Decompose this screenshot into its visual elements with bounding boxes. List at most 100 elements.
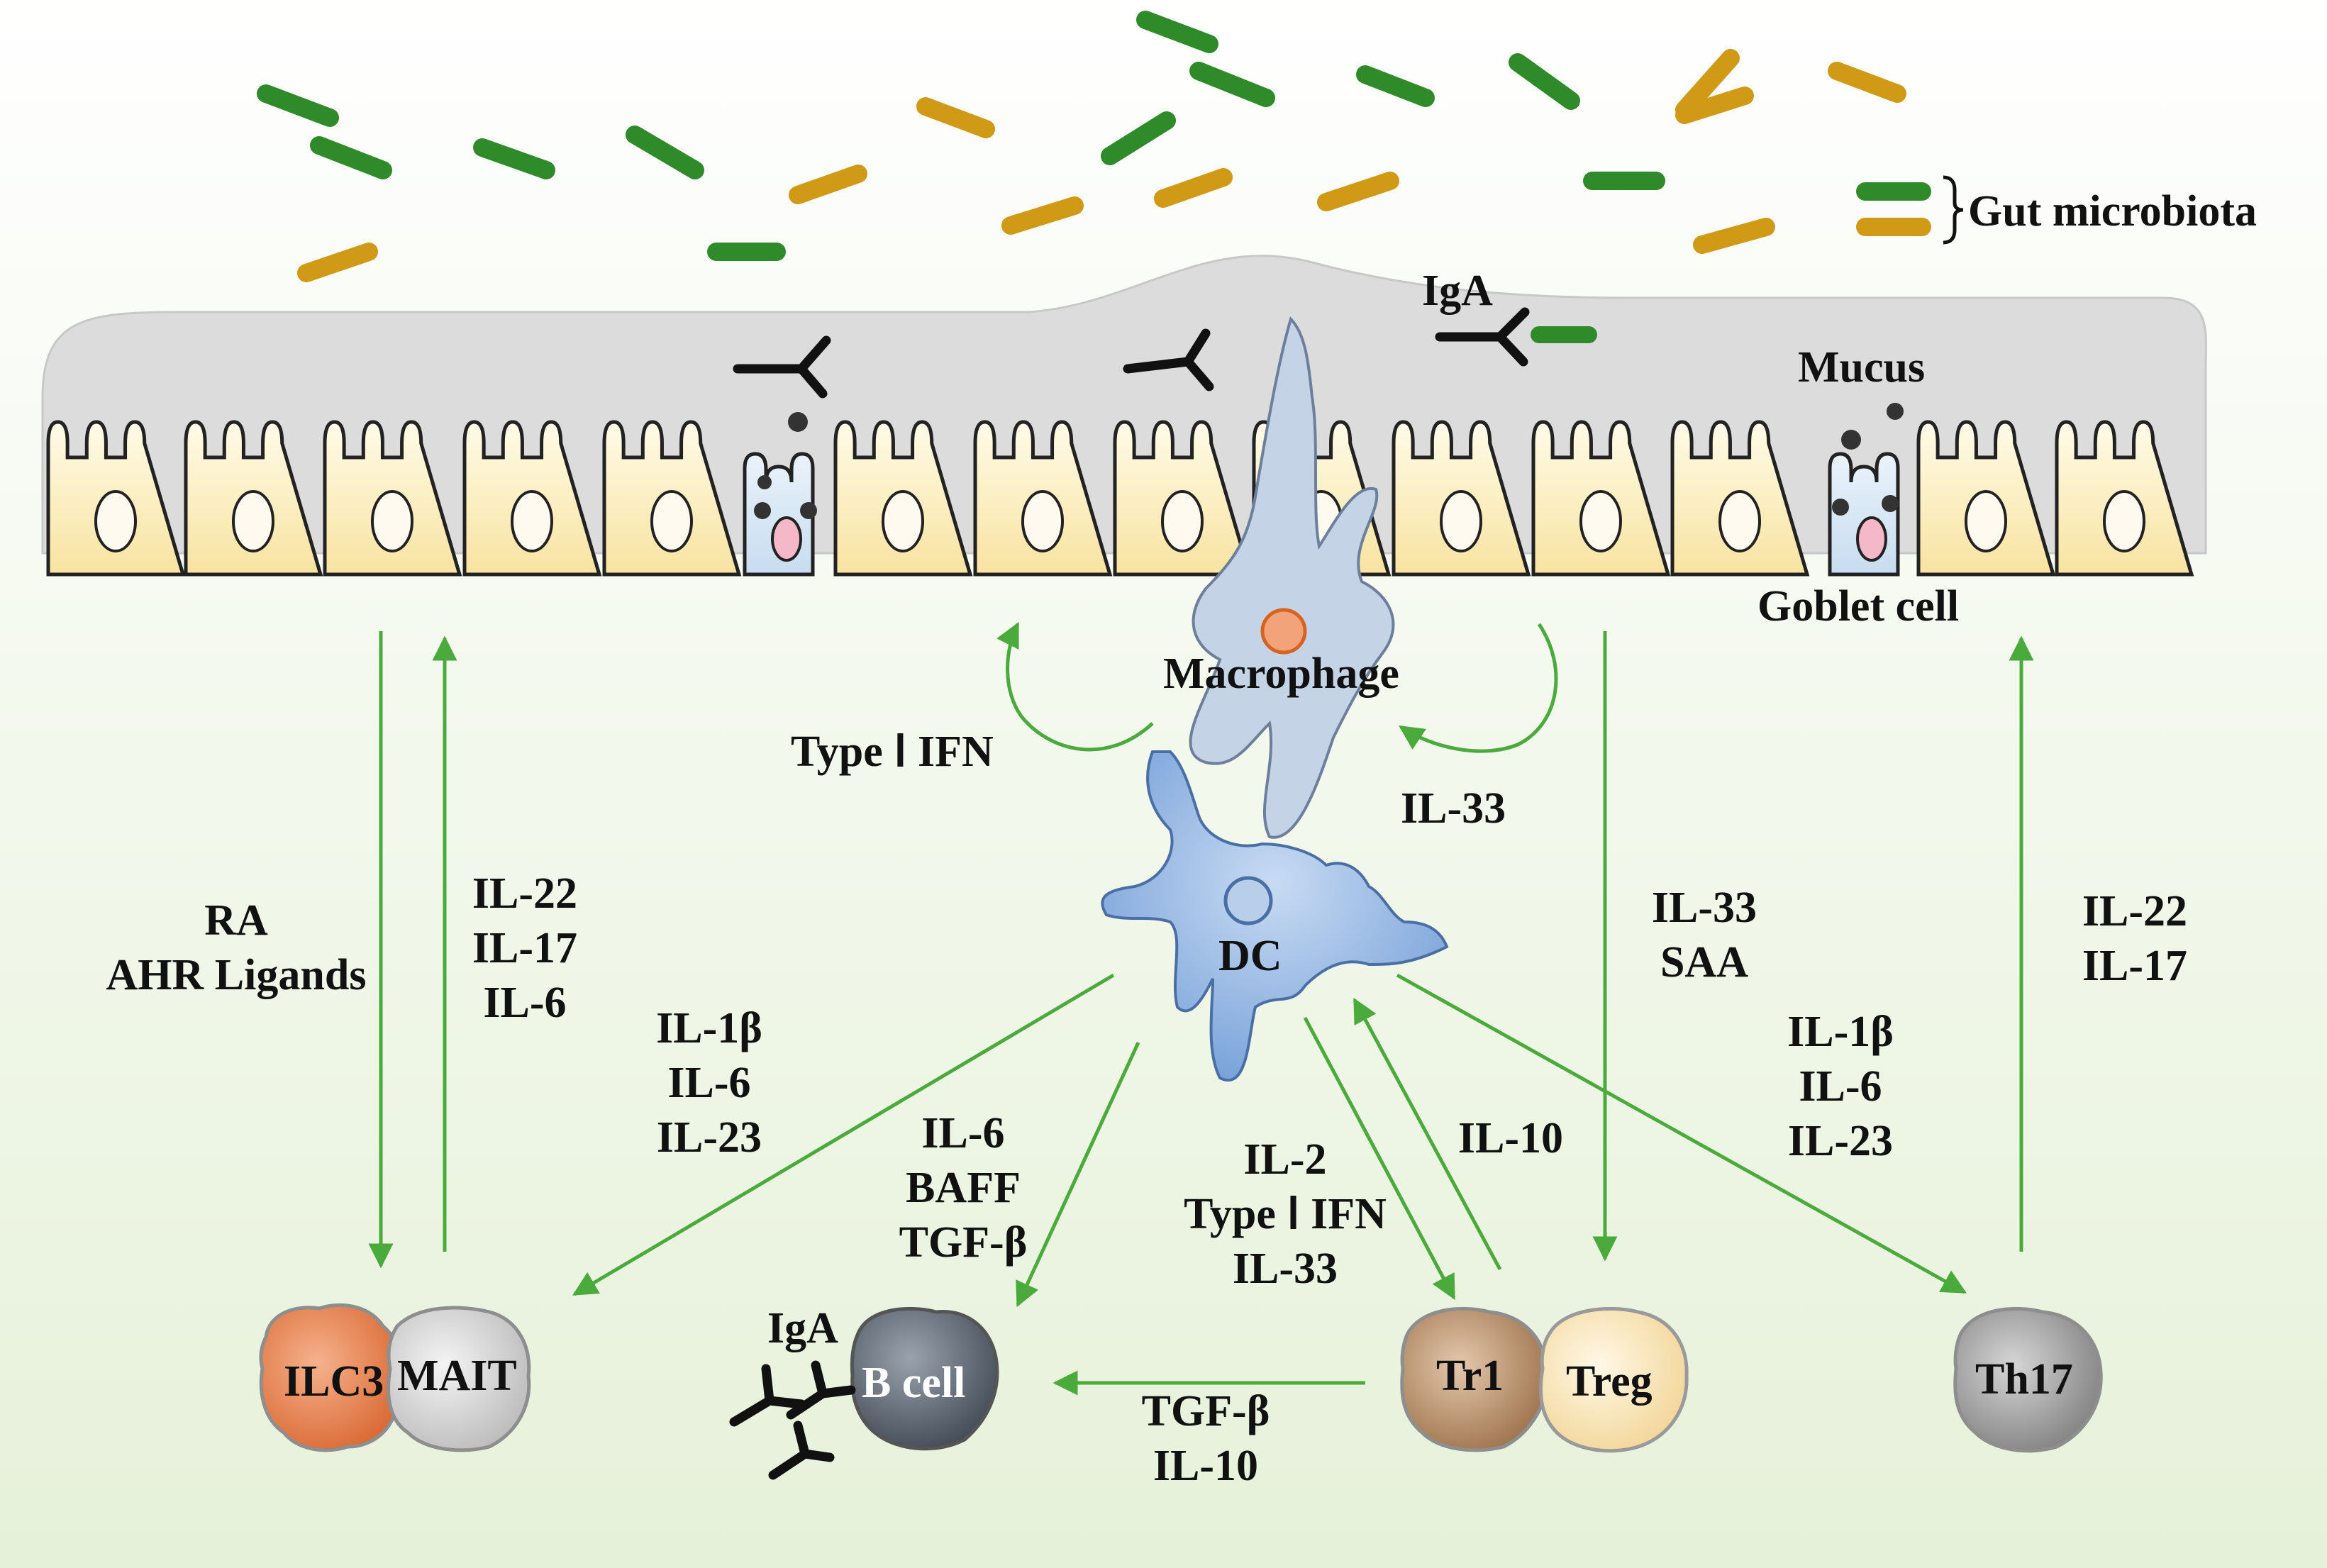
arrow-il33-loop bbox=[1399, 623, 1558, 753]
epithelial-cell bbox=[602, 420, 742, 577]
arrow-dc-to-th17 bbox=[1396, 973, 1967, 1294]
goblet-cell bbox=[1828, 403, 1904, 577]
bacterium bbox=[1154, 168, 1233, 208]
curved-arrows bbox=[996, 621, 1558, 753]
goblet-cell bbox=[743, 412, 817, 577]
bacterium bbox=[1509, 53, 1580, 110]
type1-ifn-label: Type Ⅰ IFN bbox=[791, 728, 994, 776]
labels: IgA Mucus Goblet cell Type Ⅰ IFN IL-33 R… bbox=[106, 267, 2188, 1490]
arrow-dc-to-tr1 bbox=[1303, 1016, 1456, 1301]
ilc3-cell bbox=[259, 1303, 404, 1452]
ilc3-label: ILC3 bbox=[284, 1357, 384, 1406]
epithelial-cell bbox=[833, 420, 973, 577]
macrophage-label: Macrophage bbox=[1163, 650, 1399, 698]
nucleus bbox=[650, 490, 693, 552]
straight-arrows bbox=[368, 631, 2034, 1396]
tgfb-bottom-label: TGF-β bbox=[1142, 1387, 1270, 1435]
bacterium bbox=[1136, 11, 1218, 53]
il6-b-label: IL-6 bbox=[921, 1109, 1004, 1157]
goblet-cell-label: Goblet cell bbox=[1757, 582, 1959, 630]
epithelial-cell bbox=[323, 420, 462, 577]
epithelial-cell bbox=[1531, 420, 1671, 577]
nucleus bbox=[232, 490, 274, 552]
il22-right-label: IL-22 bbox=[2082, 887, 2187, 935]
il6-label: IL-6 bbox=[483, 979, 566, 1027]
iga-antibody bbox=[733, 307, 1530, 399]
bcell-label: B cell bbox=[862, 1359, 965, 1407]
saa-label: SAA bbox=[1660, 938, 1748, 986]
il33-label: IL-33 bbox=[1401, 784, 1506, 833]
il17-label: IL-17 bbox=[472, 924, 577, 972]
bacterium bbox=[1189, 62, 1275, 107]
ra-label: RA bbox=[204, 896, 268, 945]
il17-right-label: IL-17 bbox=[2082, 942, 2187, 990]
nucleus bbox=[1965, 490, 2007, 552]
arrow-tr1-to-dc bbox=[1353, 997, 1502, 1271]
epithelial-cell bbox=[2055, 420, 2194, 577]
il33-saa-label: IL-33 bbox=[1652, 884, 1757, 932]
nucleus bbox=[511, 490, 553, 552]
nucleus bbox=[1579, 490, 1622, 552]
bacterium bbox=[473, 138, 555, 179]
il1b-right-label: IL-1β bbox=[1787, 1008, 1894, 1056]
nucleus bbox=[94, 490, 137, 552]
il10-bottom-label: IL-10 bbox=[1153, 1442, 1258, 1490]
il22-label: IL-22 bbox=[472, 869, 577, 918]
epithelial-cell bbox=[462, 420, 602, 577]
dendritic-cell: DC bbox=[1101, 750, 1449, 1082]
il33-mid-label: IL-33 bbox=[1233, 1245, 1338, 1293]
bacterium bbox=[916, 97, 995, 138]
microbiota-legend: Gut microbiota bbox=[1856, 175, 2257, 245]
bacterium bbox=[1675, 87, 1754, 124]
th17-cell: Th17 bbox=[1953, 1307, 2103, 1453]
iga-top-label: IgA bbox=[1422, 267, 1493, 315]
epithelial-cell bbox=[184, 420, 323, 577]
bacterium bbox=[1675, 49, 1740, 119]
il10-mid-label: IL-10 bbox=[1458, 1114, 1563, 1162]
iga-bottom-label: IgA bbox=[767, 1304, 838, 1352]
epithelial-cell bbox=[973, 420, 1113, 577]
mucus-layer bbox=[41, 255, 2207, 555]
tgfb-b-label: TGF-β bbox=[899, 1218, 1028, 1267]
arrow-type1-ifn-loop bbox=[996, 621, 1154, 752]
nucleus bbox=[1718, 490, 1761, 552]
nucleus bbox=[1161, 490, 1204, 552]
il6-right-label: IL-6 bbox=[1799, 1062, 1882, 1111]
b-cell: B cell bbox=[850, 1307, 999, 1451]
gut-microbiota bbox=[257, 11, 1906, 343]
bacterium bbox=[257, 84, 339, 127]
mait-cell bbox=[387, 1306, 531, 1452]
ahr-ligands-label: AHR Ligands bbox=[106, 951, 367, 999]
il6-left-label: IL-6 bbox=[667, 1059, 750, 1107]
nucleus bbox=[1021, 490, 1064, 552]
epithelium bbox=[46, 420, 2194, 577]
tr1-cell bbox=[1400, 1307, 1549, 1452]
mait-label: MAIT bbox=[397, 1352, 517, 1400]
legend-label: Gut microbiota bbox=[1968, 187, 2257, 235]
epithelial-cell bbox=[1916, 420, 2056, 577]
epithelial-cell bbox=[46, 420, 186, 577]
epithelial-cell bbox=[1670, 420, 1810, 577]
epithelial-cell bbox=[1113, 420, 1253, 577]
bacterium bbox=[1101, 111, 1176, 165]
dc-label: DC bbox=[1218, 932, 1282, 980]
bacterium bbox=[1693, 218, 1775, 254]
tr1-label: Tr1 bbox=[1436, 1352, 1504, 1400]
arrow-dc-to-ilc3 bbox=[572, 973, 1115, 1296]
treg-label: Treg bbox=[1566, 1357, 1653, 1406]
arrow-dc-to-bcell bbox=[1016, 1041, 1140, 1308]
macrophage: Macrophage bbox=[1163, 316, 1399, 839]
mucus-label: Mucus bbox=[1798, 343, 1925, 391]
bacterium bbox=[1317, 172, 1399, 211]
epithelial-cell bbox=[1392, 420, 1531, 577]
bacterium bbox=[310, 136, 392, 179]
bacterium bbox=[789, 165, 867, 204]
il1b-left-label: IL-1β bbox=[656, 1004, 762, 1052]
bacterium bbox=[1828, 62, 1906, 103]
iga-antibodies-bottom bbox=[729, 1360, 856, 1480]
baff-label: BAFF bbox=[906, 1164, 1021, 1212]
bacterium bbox=[1001, 196, 1084, 235]
bacterium bbox=[626, 126, 704, 179]
